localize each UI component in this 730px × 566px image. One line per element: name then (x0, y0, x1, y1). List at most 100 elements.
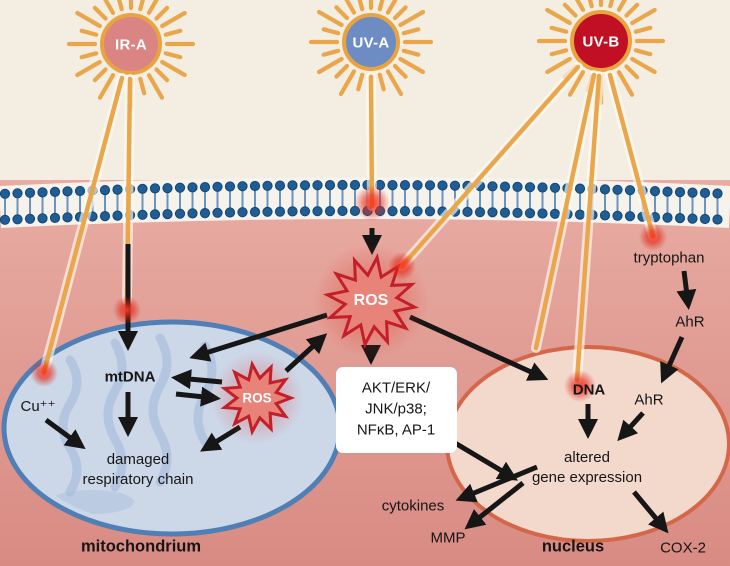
ira-sun-disc (100, 13, 162, 75)
phospholipid-head (674, 187, 686, 198)
phospholipid-head (162, 209, 173, 220)
phospholipid-head (599, 210, 611, 221)
sun-ray (321, 27, 341, 36)
phospholipid-head (274, 206, 286, 217)
kinase-line-1: AKT/ERK/ (361, 379, 431, 397)
sun-ray (154, 5, 170, 21)
sun-ray (608, 0, 615, 9)
sun-ray (392, 63, 408, 79)
arrow-cu-to-damaged-chain (44, 417, 86, 450)
damaged-line-1: damaged (106, 451, 170, 468)
altered-line-1: altered (564, 449, 610, 466)
arrow-ahr-to-altered-expression (617, 411, 645, 442)
phospholipid-head (12, 188, 23, 199)
sun-ray (356, 72, 365, 92)
phospholipid-head (674, 213, 686, 224)
ros-starburst-mito (220, 360, 296, 436)
sun-ray (616, 0, 628, 12)
glow-ira-cu (30, 359, 58, 387)
sun-ray (160, 10, 187, 29)
phospholipid-head (199, 182, 211, 193)
phospholipid-head (662, 186, 673, 197)
phospholipid-head (174, 208, 186, 219)
sun-ray (624, 64, 640, 80)
sun-ray (401, 48, 421, 57)
phospholipid-head (399, 180, 411, 191)
ahr-cytoplasm-label: AhR (675, 313, 705, 331)
phospholipid-head (624, 211, 636, 222)
phospholipid-head (412, 180, 423, 191)
sun-ray (75, 10, 102, 29)
sun-ray (92, 5, 108, 21)
phospholipid-head (449, 180, 461, 191)
phospholipid-head (37, 213, 48, 224)
cytokines-label: cytokines (381, 497, 445, 515)
cox2-label: COX-2 (660, 539, 706, 557)
tryptophan-label: tryptophan (633, 249, 705, 267)
arrow-ros-to-mtdna (189, 312, 328, 362)
sun-ray (334, 63, 350, 79)
sun-ray (630, 7, 657, 26)
arrow-kinases-to-altered-expression (448, 437, 519, 481)
phospholipid-head (537, 182, 548, 193)
phospholipid-head (24, 213, 36, 224)
sun-ray (316, 56, 344, 75)
phospholipid-head (574, 209, 586, 220)
sun-ray (79, 28, 99, 37)
mitochondrium-label: mitochondrium (80, 537, 202, 556)
phospholipid-head (599, 184, 611, 195)
phospholipid-head (574, 183, 586, 194)
damaged-respiratory-chain-label: damaged respiratory chain (83, 450, 194, 490)
glow-ira-mtdna (113, 296, 141, 324)
arrow-ahr-into-nucleus (660, 335, 685, 384)
sun-ray (92, 67, 108, 83)
sun-ray (398, 56, 426, 75)
phospholipid-head (62, 186, 73, 197)
phospholipid-head (287, 206, 298, 217)
sun-ray (385, 69, 404, 97)
phospholipid-head (149, 209, 161, 220)
damaged-line-2: respiratory chain (82, 471, 194, 488)
phospholipid-head (524, 208, 536, 219)
ira-sun-label: IR-A (114, 36, 148, 54)
sun-ray (633, 48, 653, 57)
ros-central-label: ROS (353, 292, 389, 309)
phospholipid-head (549, 182, 561, 193)
mtdna-label: mtDNA (104, 368, 156, 386)
uva-sun-label: UV-A (352, 34, 390, 52)
phospholipid-head (24, 187, 36, 198)
phospholipid-head (412, 206, 423, 217)
phospholipid-head (112, 184, 123, 195)
phospholipid-head (249, 180, 261, 192)
phospholipid-head (649, 186, 661, 197)
phospholipid-head (524, 182, 536, 193)
sun-ray (138, 0, 145, 12)
copper-label: Cu⁺⁺ (20, 398, 56, 415)
phospholipid-head (74, 185, 86, 197)
arrow-altered-to-cox2 (632, 490, 669, 534)
altered-line-2: gene expression (531, 469, 643, 486)
phospholipid-head (324, 180, 336, 191)
phospholipid-head (99, 211, 111, 222)
sun-ray (316, 9, 344, 28)
phospholipid-head (612, 210, 623, 221)
sun-ray (401, 27, 421, 36)
phospholipid-head (112, 210, 123, 221)
phospholipid-head (262, 206, 273, 217)
phospholipid-head (212, 181, 223, 192)
phospholipid-head (424, 180, 436, 191)
phospholipid-head (312, 206, 323, 217)
uva-beam-to-membrane (368, 74, 375, 209)
phospholipid-head (62, 212, 73, 223)
sun-ray (103, 0, 116, 15)
phospholipid-head (199, 208, 211, 219)
uva-sun-disc (342, 13, 400, 71)
sun-ray (549, 25, 569, 34)
phospholipid-head (99, 185, 111, 196)
phospholipid-head (174, 182, 186, 193)
phospholipid-head (337, 179, 348, 191)
phospholipid-head (49, 186, 61, 197)
phospholipid-head (549, 208, 561, 219)
phospholipid-head (687, 213, 698, 224)
